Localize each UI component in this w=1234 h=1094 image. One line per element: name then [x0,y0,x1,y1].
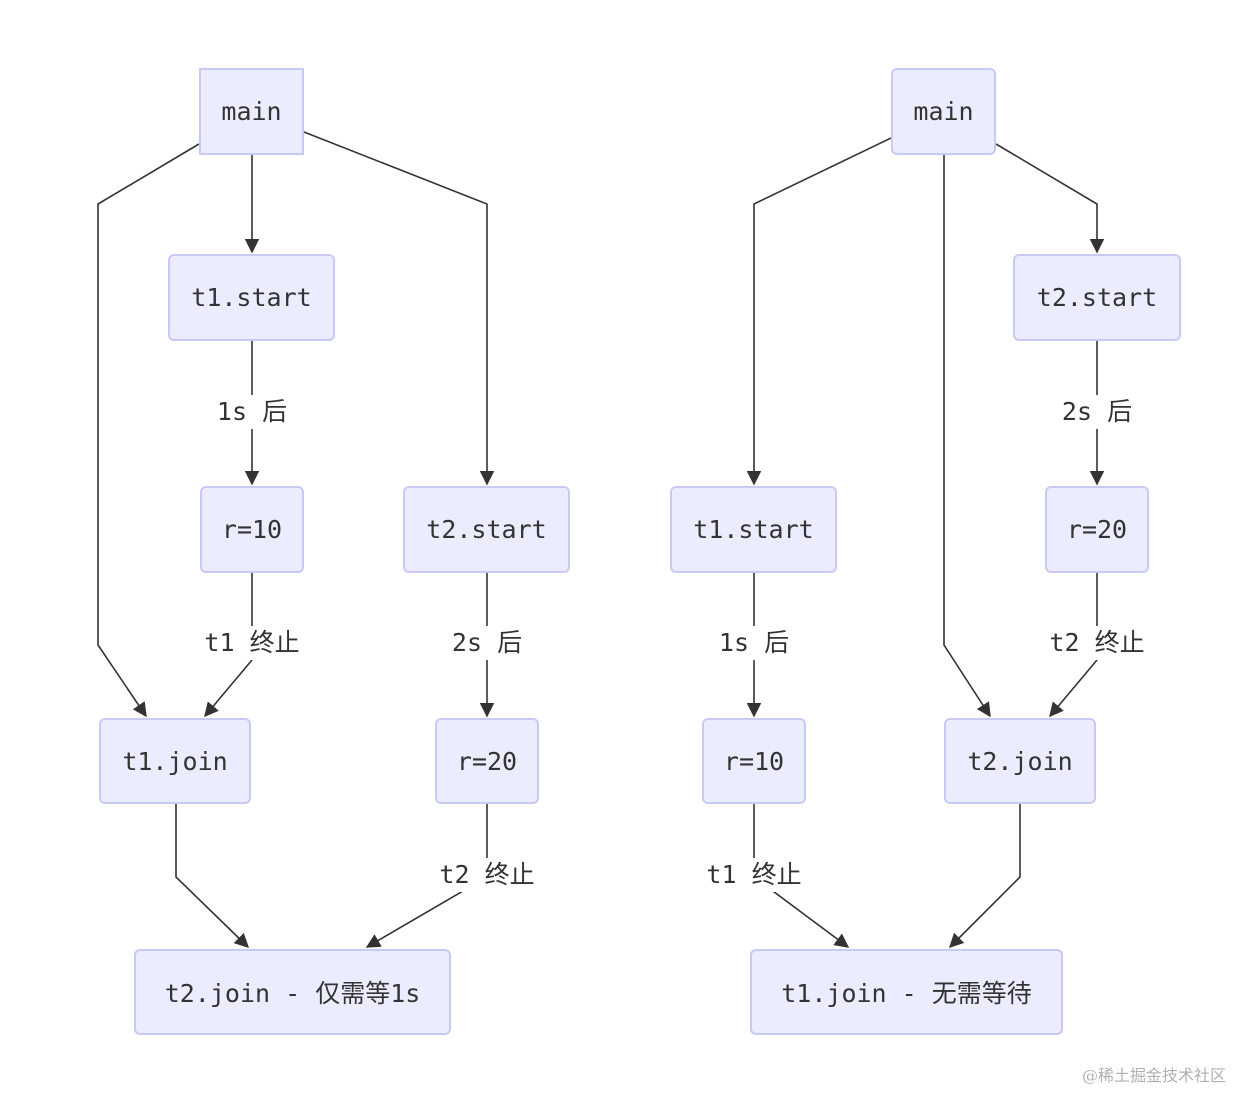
edge-t1join-t2join-left [175,804,250,949]
edge-label-after-1s-left: 1s 后 [213,395,291,429]
node-t1-start-right: t1.start [670,486,837,573]
node-main-right: main [891,68,996,155]
edge-label-after-2s-left: 2s 后 [448,626,526,660]
node-r10-right: r=10 [702,718,806,804]
edge-label-after-2s-right: 2s 后 [1058,395,1136,429]
edge-r10-t1join-left [204,573,253,718]
edge-label-t2-end-right: t2 终止 [1046,626,1148,660]
node-t2-join-left: t2.join - 仅需等1s [134,949,451,1035]
footer-watermark: @稀土掘金技术社区 [1081,1066,1226,1085]
edge-main-t1start-right [746,137,892,486]
edge-main-t2start-right [995,143,1105,254]
node-t2-join-right: t2.join [944,718,1096,804]
node-t1-start-left: t1.start [168,254,335,341]
edge-label-t1-end-right: t1 终止 [703,858,805,892]
node-main-left: main [199,68,304,155]
node-t2-start-right: t2.start [1013,254,1181,341]
edge-main-t2start-left [303,131,495,486]
node-r20-left: r=20 [435,718,539,804]
edge-label-after-1s-right: 1s 后 [715,626,793,660]
edge-label-t2-end-left: t2 终止 [436,858,538,892]
node-t1-join-right: t1.join - 无需等待 [750,949,1063,1035]
edge-main-t1join-left [97,143,200,718]
edge-main-t2join-right [943,155,991,718]
edge-r20-t2join-right [1049,573,1098,718]
edge-label-t1-end-left: t1 终止 [201,626,303,660]
node-t1-join-left: t1.join [99,718,251,804]
edge-t2join-t1join-right [948,804,1021,949]
node-r20-right: r=20 [1045,486,1149,573]
node-r10-left: r=10 [200,486,304,573]
node-t2-start-left: t2.start [403,486,570,573]
